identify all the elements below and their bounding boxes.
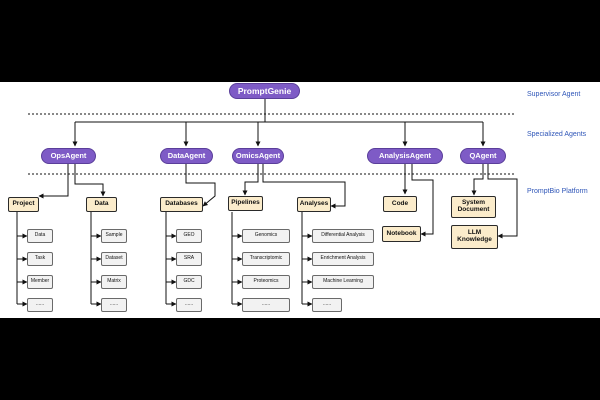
leaf-pipelines-proteomics[interactable]: Proteomics	[242, 275, 290, 289]
category-data[interactable]: Data	[86, 197, 117, 212]
leaf-pipelines-transcriptomic[interactable]: Transcriptomic	[242, 252, 290, 266]
layer-label-specialized: Specialized Agents	[527, 131, 587, 138]
agent-dataagent[interactable]: DataAgent	[160, 148, 213, 164]
leaf-databases-more[interactable]: ......	[176, 298, 202, 312]
category-analyses[interactable]: Analyses	[297, 197, 331, 212]
category-llm-knowledge[interactable]: LLM Knowledge	[451, 225, 498, 249]
category-code[interactable]: Code	[383, 196, 417, 212]
connector-lines	[16, 98, 518, 307]
layer-label-supervisor: Supervisor Agent	[527, 91, 581, 98]
leaf-analyses-differential[interactable]: Differential Analysis	[312, 229, 374, 243]
leaf-pipelines-more[interactable]: ......	[242, 298, 290, 312]
architecture-diagram: PromptGenie Supervisor Agent Specialized…	[0, 82, 600, 318]
link-qagent-llm	[487, 164, 518, 239]
leaf-data-dataset[interactable]: Dataset	[101, 252, 127, 266]
leaf-databases-sra[interactable]: SRA	[176, 252, 202, 266]
category-databases[interactable]: Databases	[160, 197, 203, 212]
leaf-project-data[interactable]: Data	[27, 229, 53, 243]
link-omics-analyses	[262, 164, 346, 209]
leaf-project-member[interactable]: Member	[27, 275, 53, 289]
category-notebook[interactable]: Notebook	[382, 226, 421, 242]
leaf-data-sample[interactable]: Sample	[101, 229, 127, 243]
leaf-analyses-machine-learning[interactable]: Machine Learning	[312, 275, 374, 289]
leaf-databases-geo[interactable]: GEO	[176, 229, 202, 243]
category-pipelines[interactable]: Pipelines	[228, 196, 263, 211]
leaf-analyses-enrichment[interactable]: Enrichment Analysis	[312, 252, 374, 266]
category-project[interactable]: Project	[8, 197, 39, 212]
layer-label-platform: PromptBio Platform	[527, 188, 588, 195]
agent-qagent[interactable]: QAgent	[460, 148, 506, 164]
agent-omicsagent[interactable]: OmicsAgent	[232, 148, 284, 164]
leaf-project-more[interactable]: ......	[27, 298, 53, 312]
leaf-databases-gdc[interactable]: GDC	[176, 275, 202, 289]
link-ops-data	[74, 164, 106, 197]
leaf-pipelines-genomics[interactable]: Genomics	[242, 229, 290, 243]
link-qagent-sysdoc	[471, 164, 484, 196]
leaf-analyses-more[interactable]: ......	[312, 298, 342, 312]
supervisor-agent-promptgenie[interactable]: PromptGenie	[229, 83, 300, 99]
link-ops-project	[38, 164, 69, 199]
agent-opsagent[interactable]: OpsAgent	[41, 148, 96, 164]
agent-analysisagent[interactable]: AnalysisAgent	[367, 148, 443, 164]
link-analysis-notebook	[411, 164, 434, 237]
category-system-document[interactable]: System Document	[451, 196, 496, 218]
leaf-data-matrix[interactable]: Matrix	[101, 275, 127, 289]
leaf-data-more[interactable]: ......	[101, 298, 127, 312]
link-omics-pipelines	[242, 164, 259, 196]
link-dataagent-databases	[185, 164, 216, 207]
leaf-project-task[interactable]: Task	[27, 252, 53, 266]
